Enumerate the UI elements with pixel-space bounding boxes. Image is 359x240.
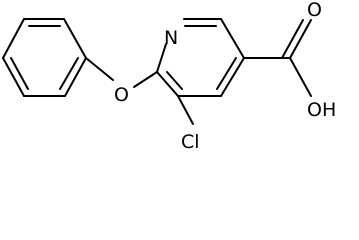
- bond: [220, 57, 245, 97]
- bond: [177, 95, 194, 125]
- bond: [289, 19, 312, 59]
- bond: [156, 71, 179, 97]
- hydroxyl-label: OH: [307, 99, 336, 121]
- bond: [63, 18, 87, 59]
- bond: [133, 71, 158, 88]
- bond: [64, 57, 87, 97]
- ether-oxygen-label: O: [114, 84, 129, 106]
- chlorine-label: Cl: [181, 131, 200, 153]
- bond: [289, 57, 312, 97]
- phenyl-ring: [2, 18, 87, 97]
- double-bond-inner: [281, 19, 304, 59]
- bond: [2, 57, 25, 97]
- bond: [156, 43, 167, 73]
- bond: [2, 18, 25, 59]
- nitrogen-label: N: [164, 27, 178, 49]
- bond: [85, 57, 114, 81]
- carbonyl-oxygen-label: O: [307, 0, 322, 21]
- bond: [220, 18, 245, 59]
- double-bond-inner: [10, 57, 29, 90]
- double-bond-inner: [216, 57, 237, 90]
- double-bond-inner: [59, 57, 79, 90]
- double-bond-inner: [166, 71, 183, 90]
- chemical-structure: O N Cl O OH: [2, 0, 336, 153]
- pyridine-ring: [156, 18, 245, 97]
